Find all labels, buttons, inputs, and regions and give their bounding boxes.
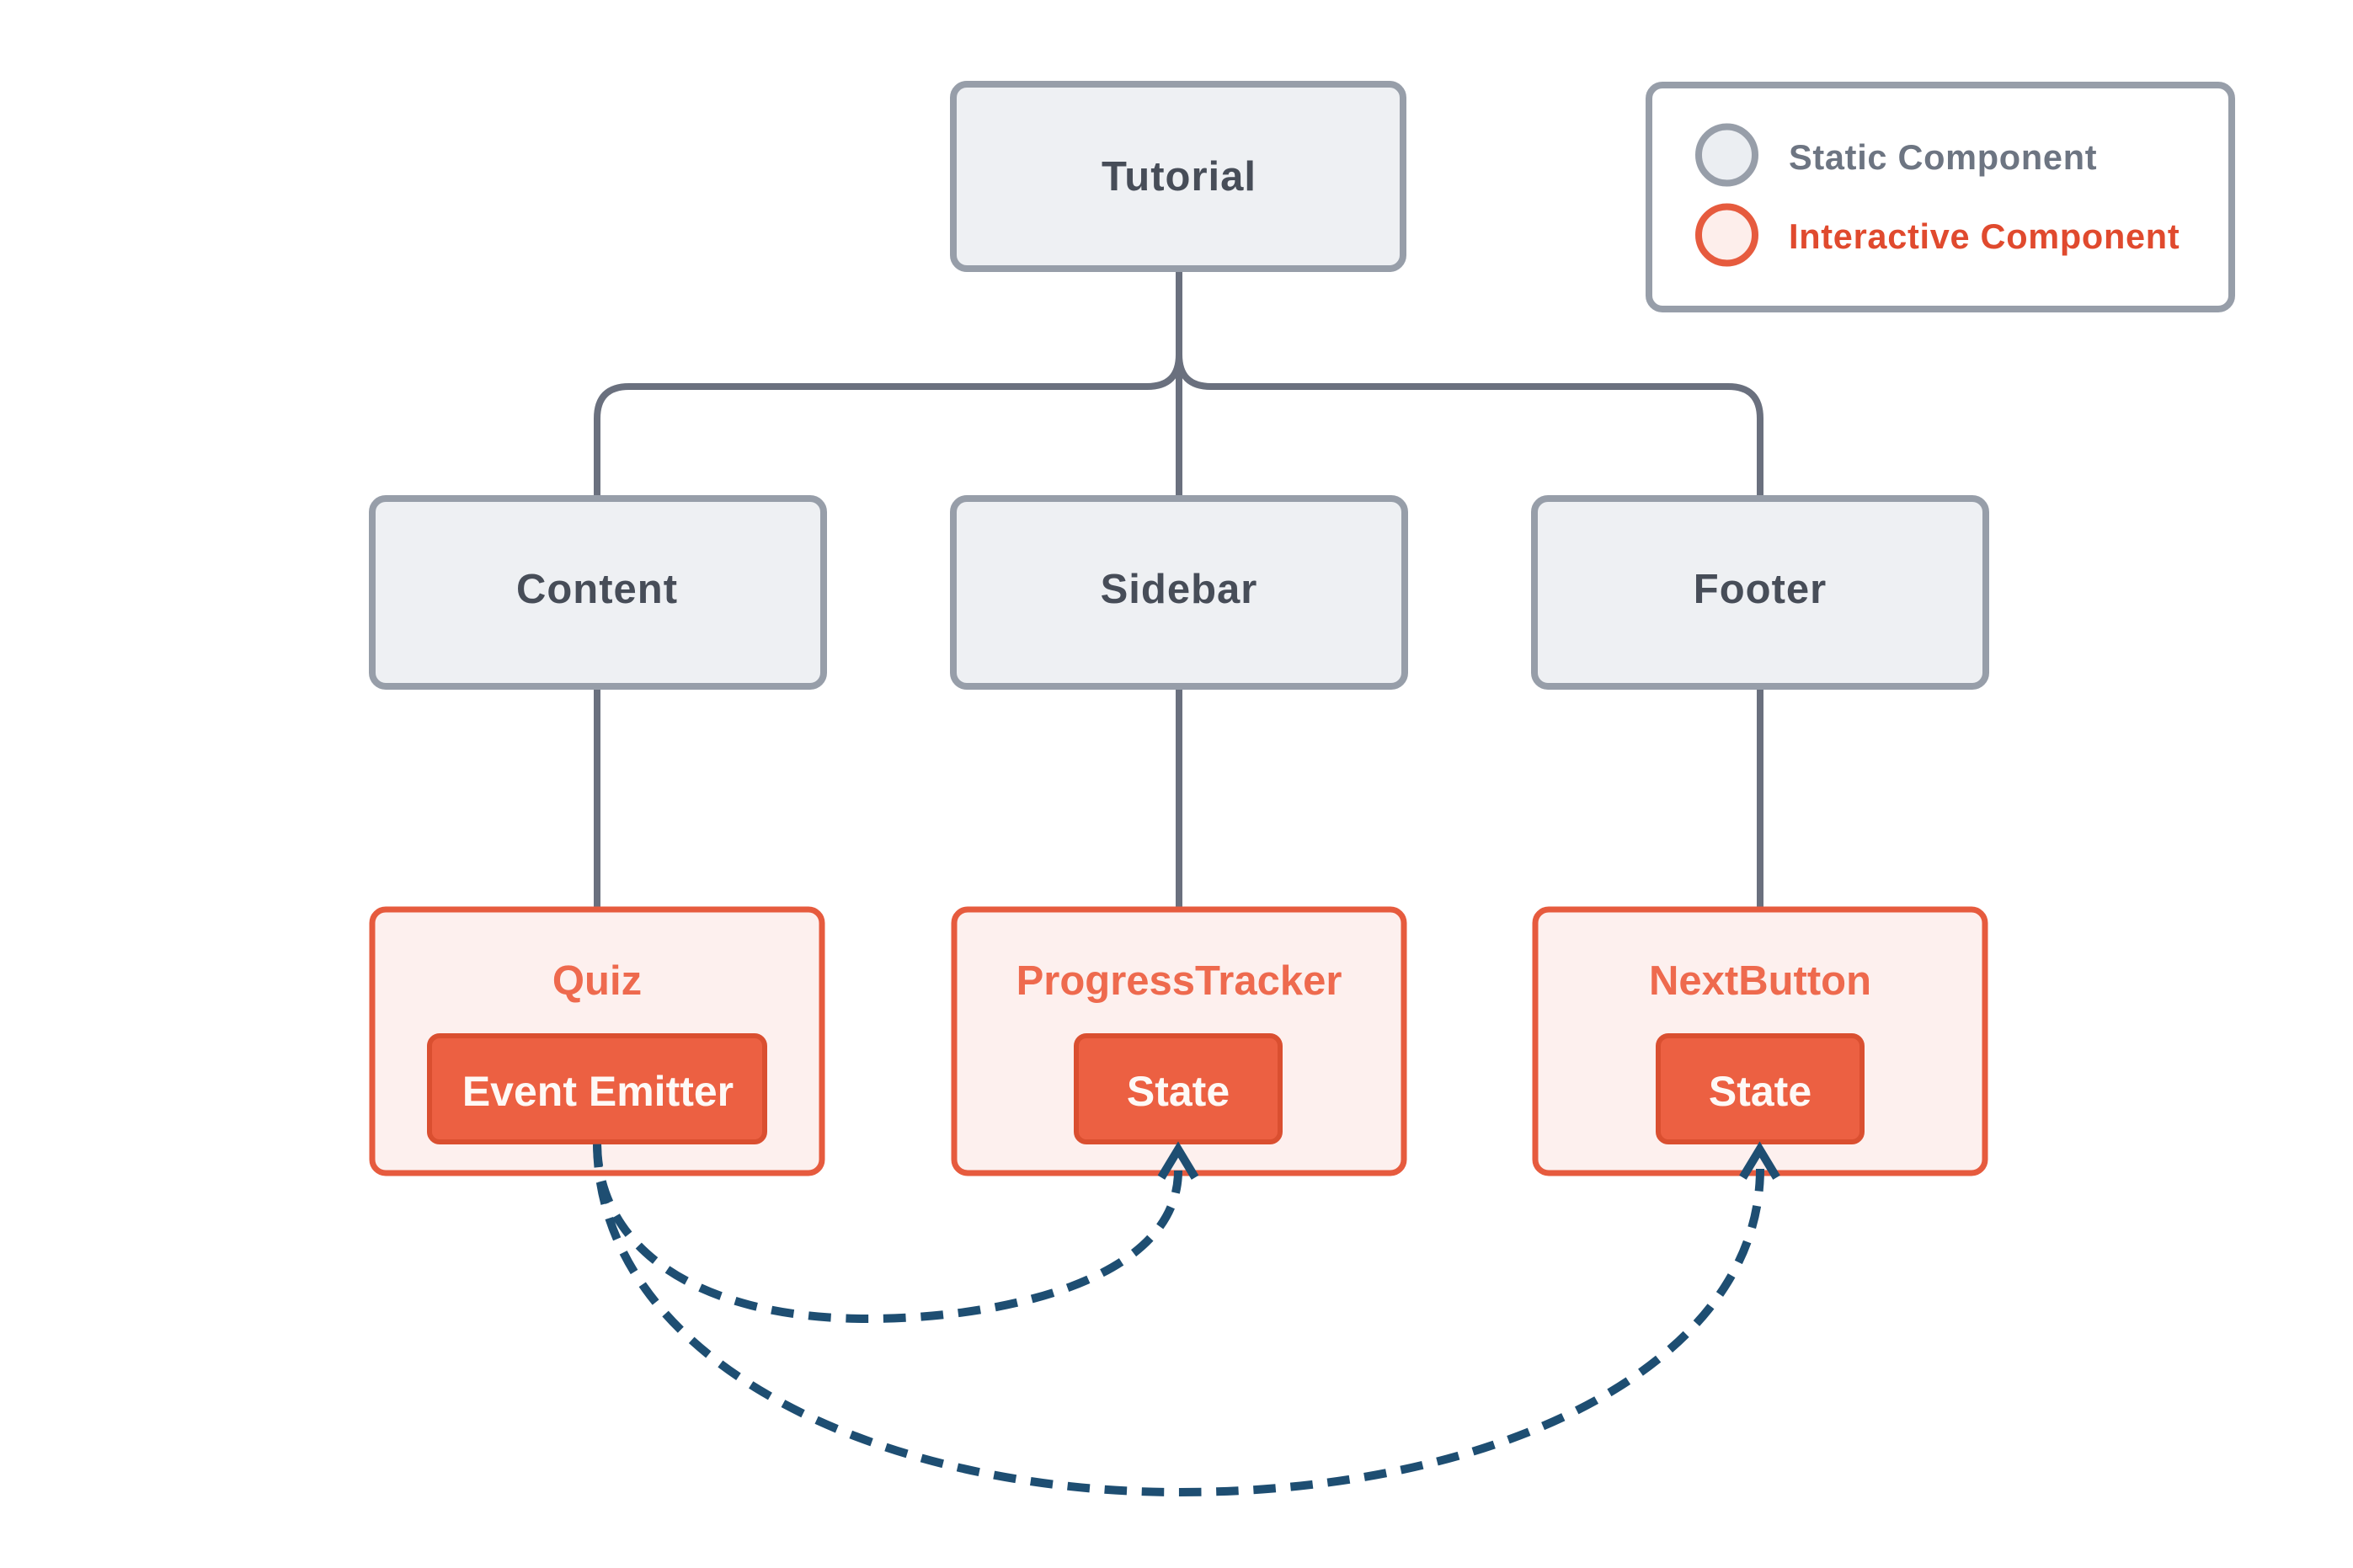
svg-text:ProgressTracker: ProgressTracker (1016, 958, 1342, 1004)
svg-text:Footer: Footer (1694, 567, 1827, 612)
svg-text:Sidebar: Sidebar (1101, 567, 1258, 612)
svg-text:Tutorial: Tutorial (1102, 154, 1257, 200)
svg-text:State: State (1709, 1068, 1811, 1115)
svg-text:Static Component: Static Component (1789, 137, 2097, 177)
svg-text:Interactive Component: Interactive Component (1789, 216, 2180, 256)
svg-text:State: State (1127, 1068, 1230, 1115)
svg-text:Content: Content (516, 567, 678, 612)
svg-text:NextButton: NextButton (1649, 958, 1871, 1004)
svg-text:Event Emitter: Event Emitter (462, 1068, 734, 1115)
svg-text:Quiz: Quiz (552, 958, 642, 1004)
